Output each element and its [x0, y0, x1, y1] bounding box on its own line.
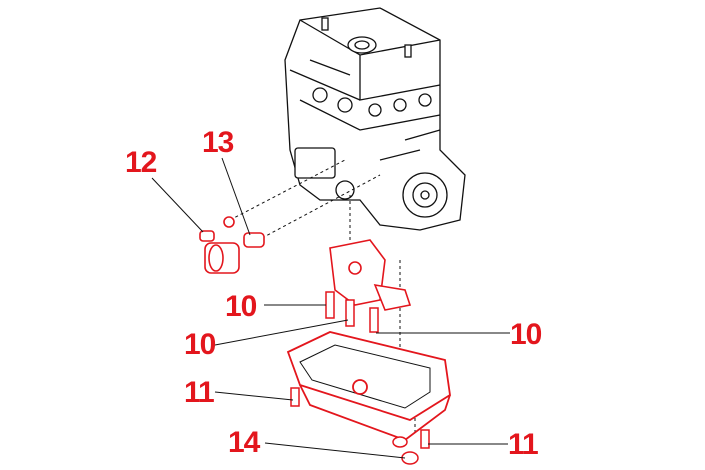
callout-14: 14 — [228, 426, 260, 459]
callout-10-left: 10 — [184, 328, 216, 361]
drain-parts — [290, 387, 430, 465]
oil-filter-parts — [199, 216, 265, 274]
callout-10-right: 10 — [510, 318, 542, 351]
callout-11-right: 11 — [508, 428, 539, 461]
callout-11-left: 11 — [184, 376, 215, 409]
union-13 — [243, 232, 265, 248]
callout-13: 13 — [202, 126, 234, 159]
oil-sump — [286, 331, 451, 442]
engine-block — [284, 7, 466, 231]
callout-10-upper: 10 — [225, 290, 257, 323]
union-12 — [199, 230, 215, 242]
seal-ring — [223, 216, 235, 228]
leader-lines — [151, 157, 510, 459]
alignment-lines — [229, 159, 416, 435]
bolts-10 — [325, 291, 379, 333]
oil-pump-bracket — [329, 239, 412, 311]
callout-12: 12 — [125, 146, 157, 179]
